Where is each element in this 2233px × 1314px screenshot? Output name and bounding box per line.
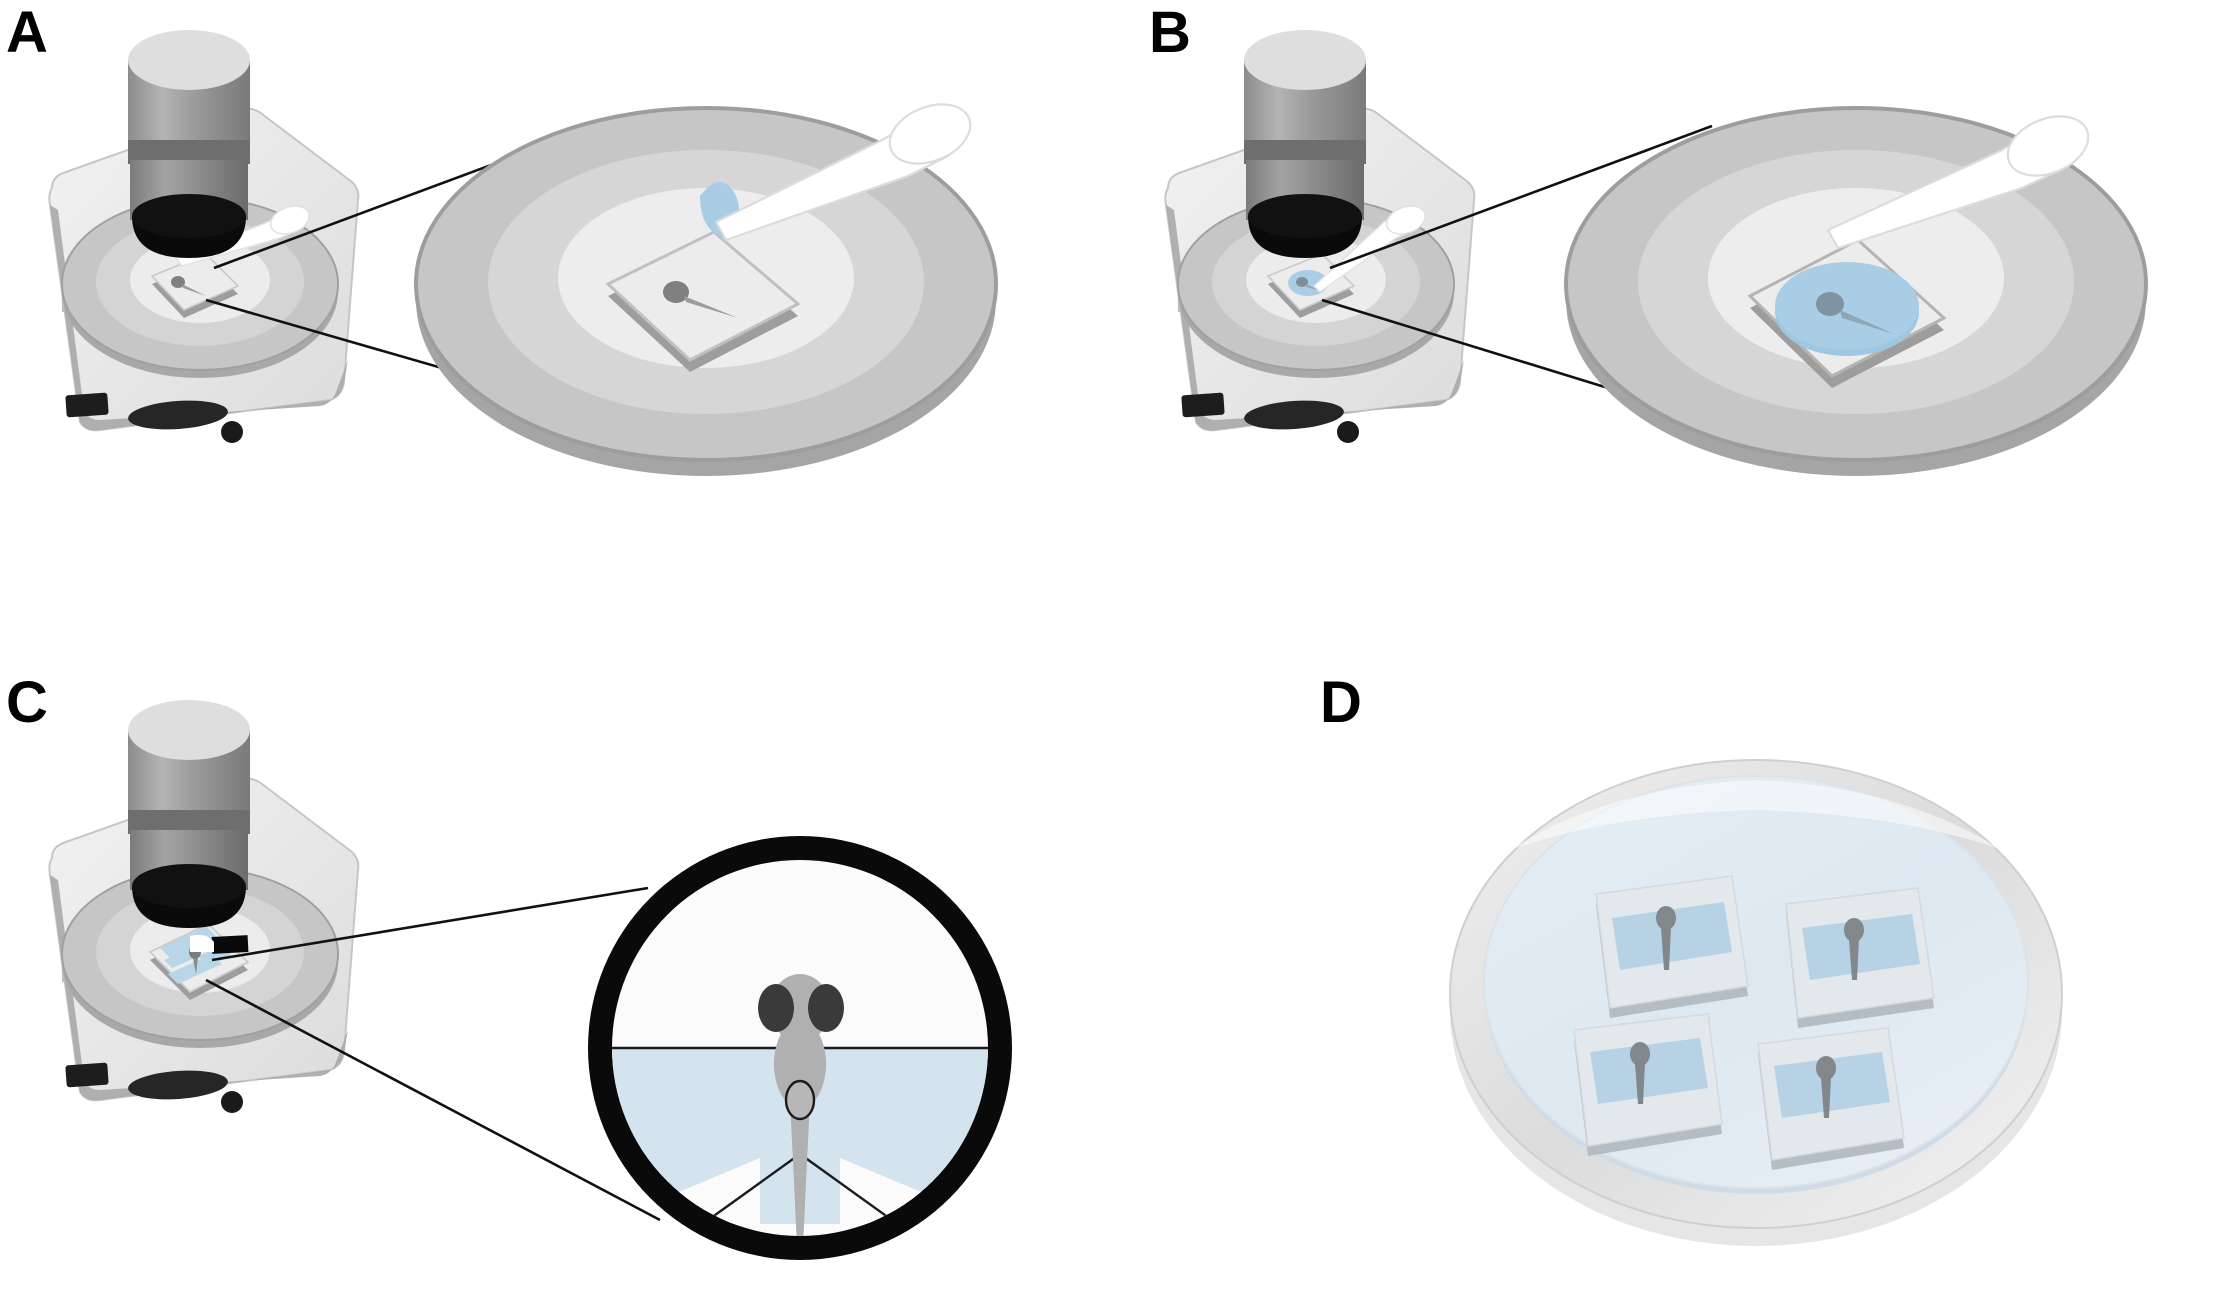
- callout-dish-a: [414, 103, 998, 476]
- callout-pipette-b: [1826, 115, 2090, 250]
- panel-a-label: A: [6, 0, 48, 65]
- reference-marker-c: [211, 935, 249, 954]
- stage-button: [221, 1091, 243, 1113]
- transfer-pipette-b: [1312, 205, 1427, 293]
- mounted-slide-c: [148, 923, 250, 1000]
- panel-d-artwork: [1449, 759, 2063, 1246]
- mounted-slide-4: [1757, 1027, 1905, 1170]
- leader-line-b1: [1329, 124, 1713, 270]
- petri-dish-glass-d: [1449, 759, 2063, 1246]
- objective-lens-c: [128, 700, 250, 928]
- larva-dorsal-fov: [758, 974, 844, 1236]
- stage-switch: [1181, 392, 1225, 418]
- larva-eye-right: [808, 984, 844, 1032]
- stage-knob: [128, 400, 228, 430]
- objective-lens-b: [1244, 30, 1366, 258]
- callout-coverslip-b: [1747, 238, 1947, 388]
- callout-pipette-a: [714, 103, 972, 242]
- larva-4: [1816, 1056, 1836, 1118]
- larva-tail: [790, 1100, 810, 1236]
- larva-1: [1656, 906, 1676, 970]
- agarose-strip-3: [1590, 1038, 1708, 1104]
- panel-a: A: [0, 0, 1116, 660]
- mounted-slide-2: [1785, 887, 1935, 1028]
- larva-body: [774, 1020, 826, 1108]
- callout-coverslip-a: [605, 230, 801, 372]
- panel-b: B: [1116, 0, 2233, 660]
- mounted-slide-1: [1595, 875, 1749, 1018]
- panel-b-label: B: [1149, 0, 1191, 65]
- stage-knob: [1244, 400, 1344, 430]
- callout-dish-b: [1564, 106, 2148, 476]
- larva-2: [1844, 918, 1864, 980]
- callout-field-of-view-c: [588, 836, 1012, 1260]
- panel-b-artwork: [1164, 30, 2148, 476]
- agarose-strip-bottom: [168, 954, 222, 984]
- callout-larva-a: [663, 281, 738, 318]
- mounted-slide-3: [1573, 1013, 1723, 1156]
- larva-3: [1630, 1042, 1650, 1104]
- panel-c: C: [0, 660, 1280, 1314]
- stage-switch: [65, 392, 109, 418]
- leader-line-c1: [211, 886, 649, 962]
- larva-eye-left: [758, 984, 794, 1032]
- stage-button: [1337, 421, 1359, 443]
- stage-knob: [128, 1070, 228, 1100]
- stage-button: [221, 421, 243, 443]
- agarose-strip-1: [1612, 902, 1732, 970]
- panel-d: D: [1280, 660, 2233, 1314]
- agarose-strip-top: [160, 926, 218, 960]
- agarose-strip-2: [1802, 914, 1920, 980]
- stage-switch: [65, 1062, 109, 1088]
- panel-a-artwork: [48, 30, 998, 476]
- panel-c-artwork: [48, 700, 1012, 1260]
- leader-line-c2: [205, 978, 661, 1222]
- larva-a: [171, 276, 206, 296]
- agarose-strip-4: [1774, 1052, 1890, 1118]
- panel-c-label: C: [6, 670, 48, 735]
- larva-yolk-sac: [784, 1079, 816, 1121]
- objective-lens-a: [128, 30, 250, 258]
- callout-larva-b: [1816, 292, 1894, 334]
- panel-d-label: D: [1320, 670, 1362, 735]
